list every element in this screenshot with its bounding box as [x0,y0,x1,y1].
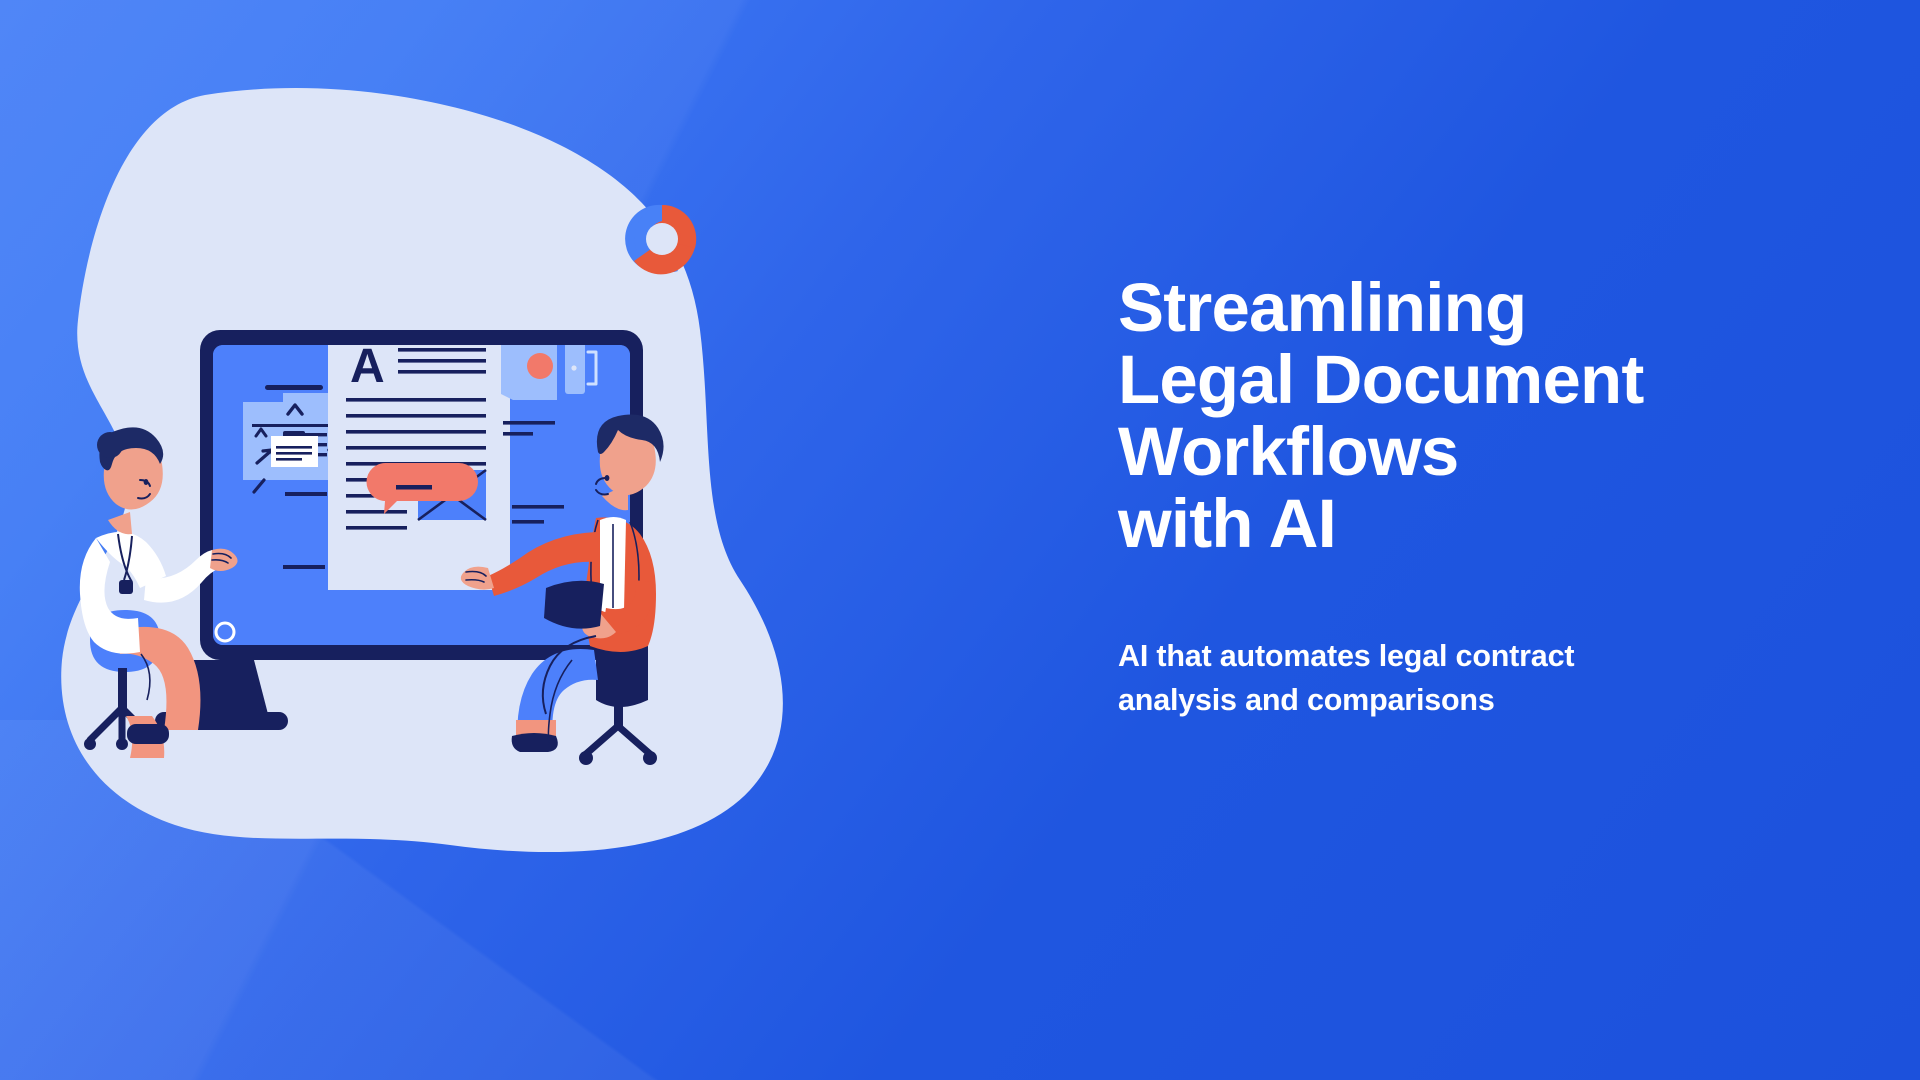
id-badge-card [271,431,318,467]
page-subtitle: AI that automates legal contract analysi… [1118,639,1575,717]
person-left [79,427,238,758]
tablet [544,580,604,629]
speech-bubble-icon [366,462,478,514]
page-title: Streamlining Legal Document Workflows wi… [1118,269,1644,563]
hero-illustration: A [0,0,880,1080]
svg-text:A: A [350,340,385,393]
open-door-icon [501,345,598,524]
person-right [460,414,664,765]
document-page: A [328,340,510,590]
donut-chart-icon [625,204,697,275]
hero-text-column: Streamlining Legal Document Workflows wi… [1118,269,1818,722]
